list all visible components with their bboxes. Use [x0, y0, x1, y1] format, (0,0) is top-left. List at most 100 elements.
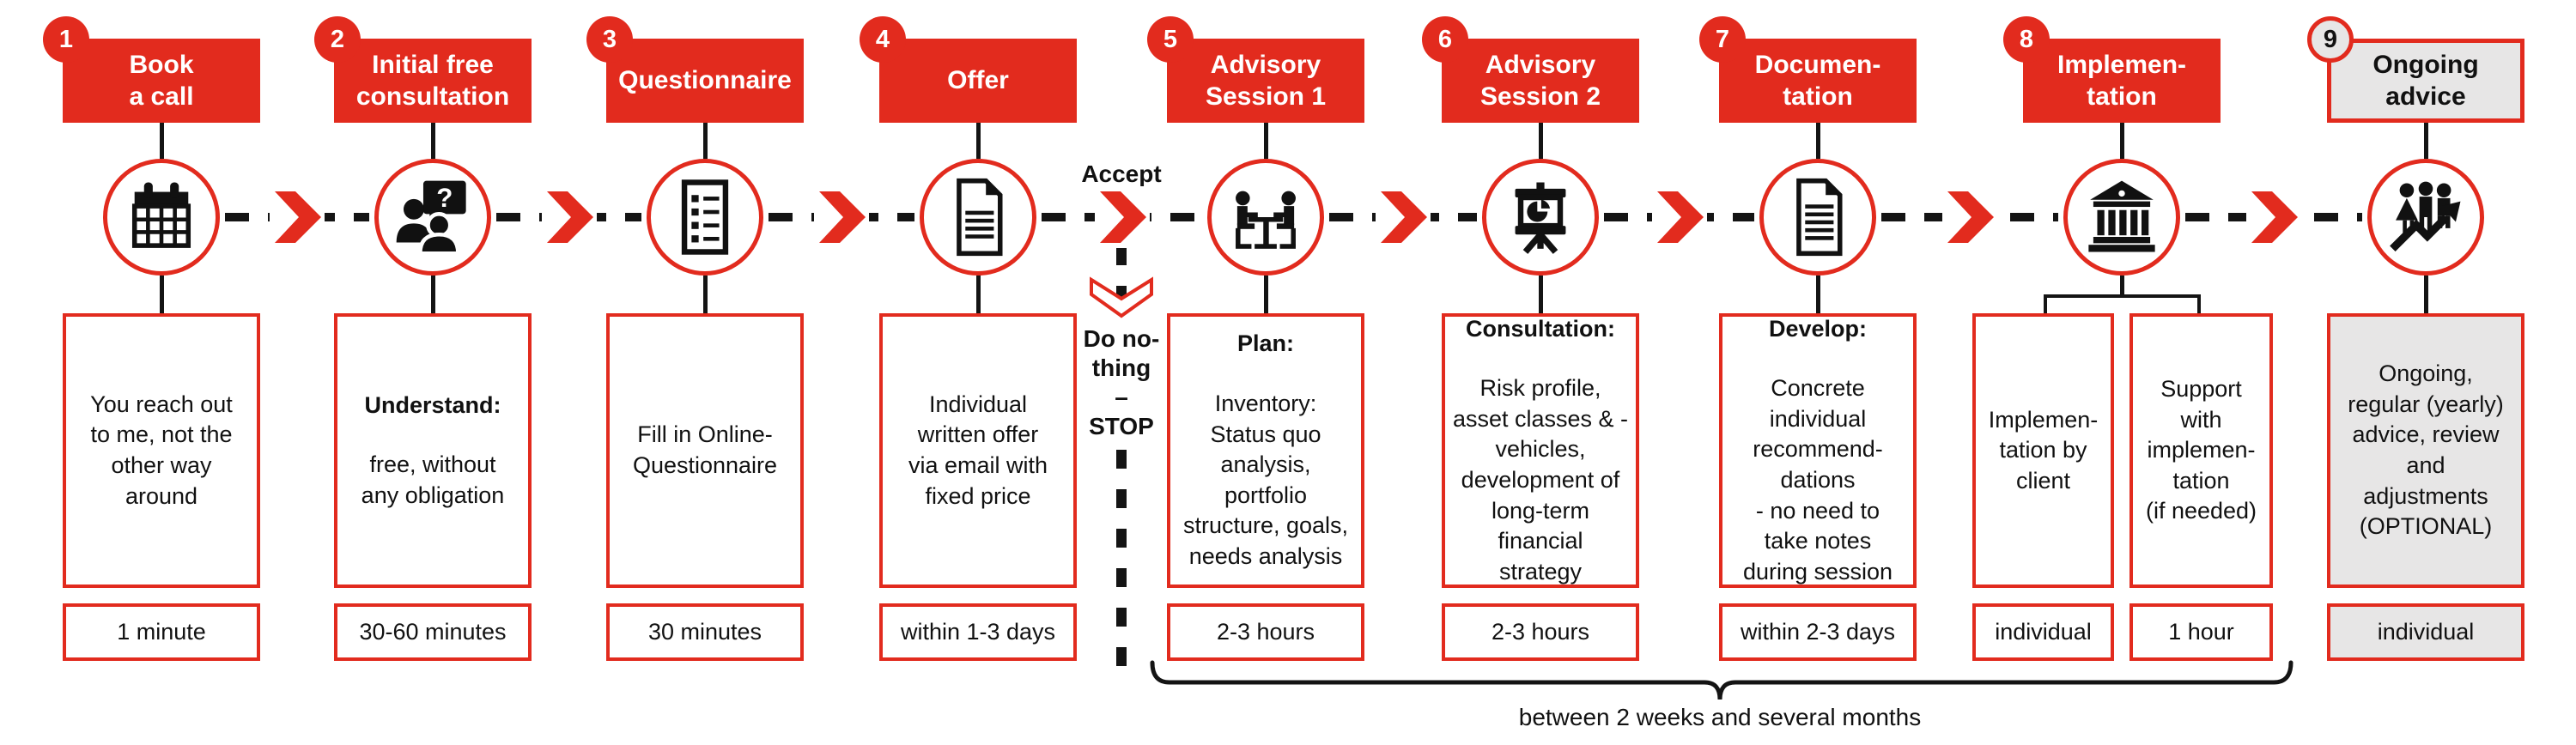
step-number: 2: [330, 25, 345, 53]
step-duration: individual: [2327, 603, 2524, 661]
arrow-right-icon: [1942, 186, 1997, 248]
description-body: Ongoing, regular (yearly) advice, review…: [2348, 360, 2504, 540]
duration-value: within 2-3 days: [1740, 619, 1896, 645]
step-number: 8: [2019, 25, 2034, 53]
step-number-badge: 9: [2307, 16, 2354, 63]
step-title: Offer: [947, 66, 1009, 95]
step-number-badge: 2: [314, 16, 361, 63]
connector-line: [1264, 276, 1268, 313]
documentation-icon: [1796, 178, 1843, 257]
presentation-icon: [1515, 182, 1566, 254]
step-title: Documen- tation: [1754, 50, 1881, 112]
step-description: You reach out to me, not the other way a…: [63, 313, 260, 588]
description-body: Support with implemen- tation (if needed…: [2145, 375, 2257, 524]
step-duration: 1 hour: [2129, 603, 2273, 661]
flow-icon-circle: [920, 159, 1036, 276]
duration-value: 30 minutes: [647, 619, 762, 645]
branch-dashed-line-lower: [1116, 450, 1127, 666]
arrow-right-icon: [814, 186, 869, 248]
step-duration: within 1-3 days: [879, 603, 1077, 661]
description-body: Risk profile, asset classes & - vehicles…: [1452, 375, 1629, 584]
step-header: Implemen- tation: [2023, 39, 2221, 123]
flow-icon-circle: ?: [374, 159, 491, 276]
duration-value: 30-60 minutes: [359, 619, 507, 645]
duration-bracket: [1150, 660, 2293, 700]
bracket-label: between 2 weeks and several months: [1518, 704, 1922, 730]
step-description: Develop: Concrete individual recommend- d…: [1719, 313, 1917, 588]
step-number: 5: [1163, 25, 1178, 53]
connector-line: [2424, 276, 2428, 313]
growth-icon: [2390, 181, 2461, 252]
description-lead: Plan:: [1236, 330, 1294, 357]
meeting-icon: [1236, 191, 1296, 249]
bank-icon: [2088, 180, 2155, 252]
connector-line: [2044, 294, 2047, 314]
connector-line: [703, 276, 708, 313]
step-number: 3: [602, 25, 617, 53]
step-duration: within 2-3 days: [1719, 603, 1917, 661]
arrow-right-icon: [2246, 186, 2301, 248]
duration-value: 1 minute: [117, 619, 206, 645]
step-title: Advisory Session 1: [1205, 50, 1327, 112]
duration-value: within 1-3 days: [900, 619, 1056, 645]
step-number: 9: [2323, 25, 2338, 53]
step-header: Advisory Session 1: [1167, 39, 1364, 123]
duration-value: 2-3 hours: [1491, 619, 1590, 645]
step-number-badge: 8: [2003, 16, 2050, 63]
flow-icon-circle: [2367, 159, 2484, 276]
description-body: Implemen- tation by client: [1988, 406, 2099, 494]
calendar-icon: [131, 182, 191, 248]
step-number-badge: 1: [43, 16, 89, 63]
connector-line: [1539, 276, 1543, 313]
description-body: Inventory: Status quo analysis, portfoli…: [1182, 390, 1349, 570]
step-number-badge: 4: [860, 16, 906, 63]
arrow-right-icon: [1095, 186, 1150, 248]
connector-line: [1539, 123, 1543, 159]
step-number: 7: [1715, 25, 1730, 53]
chevron-down-icon: [1090, 276, 1153, 318]
step-description: Consultation: Risk profile, asset classes…: [1442, 313, 1639, 588]
description-lead: Consultation:: [1466, 315, 1615, 342]
description-lead: Develop:: [1768, 315, 1868, 342]
step-description: Understand:free, without any obligation: [334, 313, 532, 588]
step-duration: individual: [1972, 603, 2114, 661]
step-description: Fill in Online- Questionnaire: [606, 313, 804, 588]
flow-icon-circle: [2063, 159, 2180, 276]
arrow-right-icon: [1652, 186, 1707, 248]
step-duration: 30 minutes: [606, 603, 804, 661]
duration-value: individual: [1995, 619, 2092, 645]
questionnaire-icon: [681, 179, 729, 255]
step-header: Documen- tation: [1719, 39, 1917, 123]
step-number-badge: 3: [586, 16, 633, 63]
step-header: Questionnaire: [606, 39, 804, 123]
step-title: Advisory Session 2: [1479, 50, 1601, 112]
step-title: Questionnaire: [618, 66, 792, 95]
step-description: Ongoing, regular (yearly) advice, review…: [2327, 313, 2524, 588]
description-body: Concrete individual recommend- dations -…: [1742, 375, 1893, 584]
connector-line: [160, 123, 164, 159]
description-body: You reach out to me, not the other way a…: [90, 391, 233, 509]
step-header: Advisory Session 2: [1442, 39, 1639, 123]
step-description: Support with implemen- tation (if needed…: [2129, 313, 2273, 588]
connector-line: [976, 276, 981, 313]
description-body: free, without any obligation: [361, 451, 505, 508]
connector-line: [2120, 276, 2124, 296]
step-description: Plan: Inventory: Status quo analysis, por…: [1167, 313, 1364, 588]
step-title: Implemen- tation: [2057, 50, 2187, 112]
step-description: Individual written offer via email with …: [879, 313, 1077, 588]
connector-line: [2424, 123, 2428, 159]
consultation-icon: ?: [396, 180, 466, 256]
connector-line: [1264, 123, 1268, 159]
connector-line: [431, 123, 435, 159]
step-description: Implemen- tation by client: [1972, 313, 2114, 588]
duration-value: individual: [2377, 619, 2475, 645]
step-header: Book a call: [63, 39, 260, 123]
duration-value: 2-3 hours: [1216, 619, 1315, 645]
step-number-badge: 7: [1699, 16, 1746, 63]
arrow-right-icon: [270, 186, 325, 248]
step-number: 4: [875, 25, 890, 53]
step-duration: 2-3 hours: [1167, 603, 1364, 661]
connector-line: [2197, 294, 2201, 314]
description-body: Individual written offer via email with …: [908, 391, 1048, 509]
